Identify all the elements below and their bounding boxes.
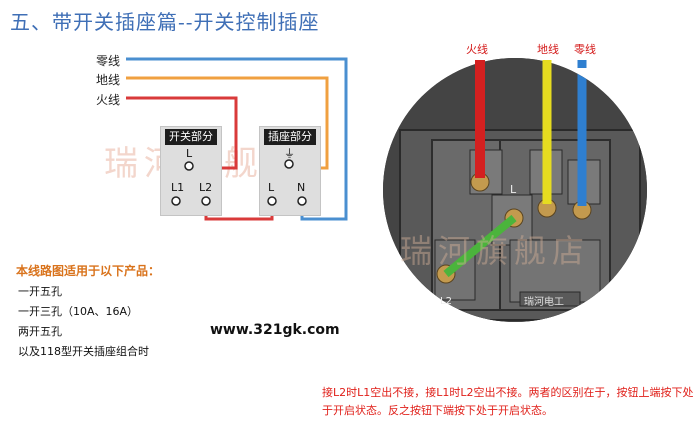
note-line: 两开五孔: [18, 325, 62, 338]
note-line: 以及118型开关插座组合时: [18, 345, 149, 358]
photo-terminal-l-label: L: [510, 183, 517, 196]
photo-watermark: 瑞河旗舰店: [400, 232, 591, 270]
socket-ground-symbol: ⏚: [284, 147, 295, 160]
photo-live-label: 火线: [466, 43, 488, 56]
switch-terminal-l1: [171, 196, 181, 206]
note-line: 一开三孔（10A、16A）: [18, 305, 139, 318]
photo-ground-label: 地线: [537, 43, 559, 56]
site-url: www.321gk.com: [210, 322, 340, 338]
photo-terminal-l2-label: L2: [440, 296, 452, 307]
switch-box: 开关部分: [160, 126, 222, 216]
photo-neutral-label: 零线: [574, 43, 596, 56]
socket-terminal-ground: [284, 159, 294, 169]
caption-line: 于开启状态。反之按钮下端按下处于开启状态。: [322, 404, 553, 417]
socket-photo: [383, 58, 647, 322]
socket-terminal-n: [297, 196, 307, 206]
switch-terminal-l-label: L: [186, 147, 193, 160]
note-title: 本线路图适用于以下产品：: [16, 264, 161, 278]
photo-link-wire: [443, 214, 517, 278]
socket-box-header: 插座部分: [264, 129, 316, 145]
switch-terminal-l2-label: L2: [199, 181, 213, 194]
switch-terminal-l: [184, 161, 194, 171]
photo-brand-plate: 瑞河电工: [524, 297, 564, 308]
socket-terminal-l-label: L: [268, 181, 275, 194]
ground-wire-label: 地线: [96, 73, 121, 87]
socket-terminal-n-label: N: [297, 181, 306, 194]
neutral-wire-label: 零线: [96, 54, 121, 68]
caption-line: 接L2时L1空出不接，接L1时L2空出不接。两者的区别在于，按钮上端按下处: [322, 386, 694, 399]
page-title: 五、带开关插座篇--开关控制插座: [10, 10, 320, 34]
socket-box: 插座部分: [259, 126, 321, 216]
switch-terminal-l2: [201, 196, 211, 206]
live-wire-label: 火线: [96, 93, 121, 107]
socket-terminal-l: [267, 196, 277, 206]
switch-terminal-l1-label: L1: [171, 181, 185, 194]
note-line: 一开五孔: [18, 285, 62, 298]
switch-box-header: 开关部分: [165, 129, 217, 145]
